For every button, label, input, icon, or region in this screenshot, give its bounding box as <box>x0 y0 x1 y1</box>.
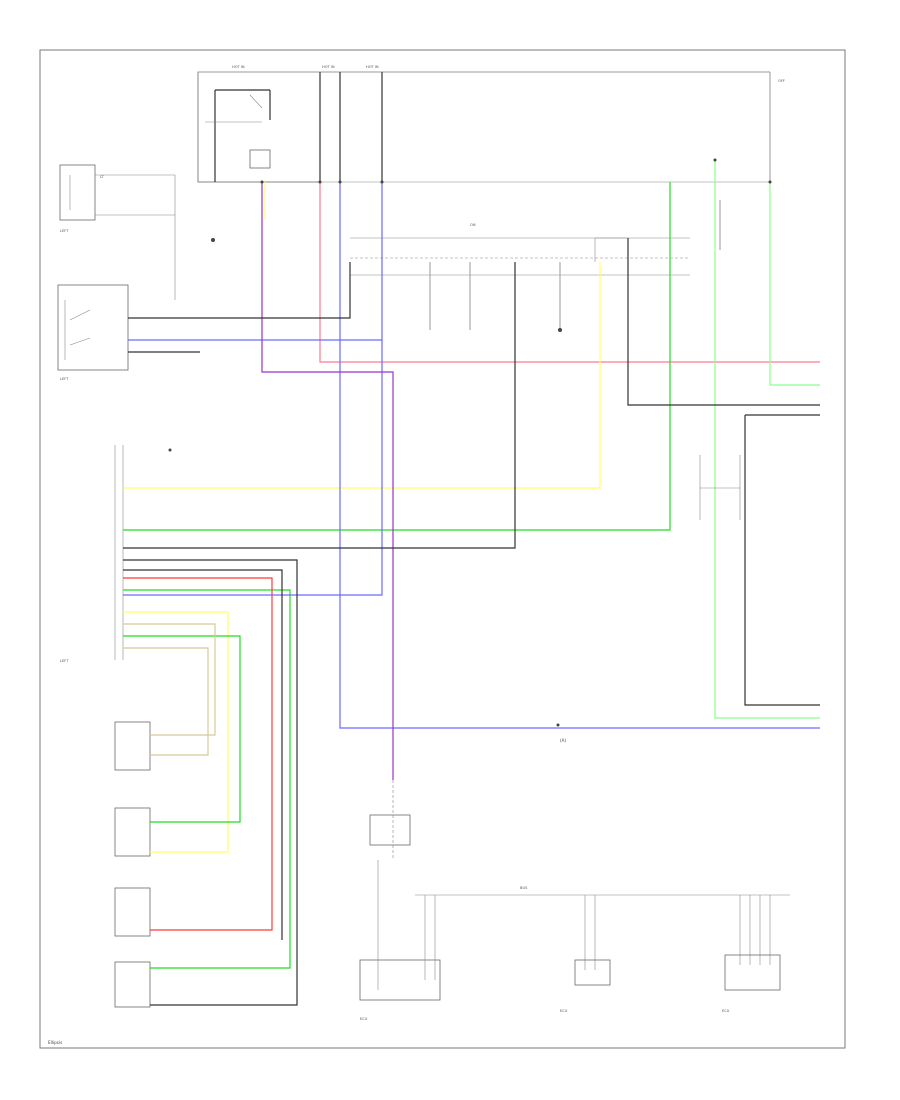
svg-text:LT: LT <box>100 175 105 179</box>
svg-text:BUS: BUS <box>520 886 528 890</box>
junction-block-top <box>197 71 771 183</box>
module-bus-bottom <box>415 894 790 991</box>
svg-text:ECU: ECU <box>722 1009 730 1013</box>
wire-yellow <box>123 182 601 853</box>
svg-text:OFF: OFF <box>778 79 785 83</box>
wire-light-green <box>714 160 820 719</box>
sensor-box-2 <box>114 807 151 857</box>
wire-gray <box>429 200 721 330</box>
sensor-box-3 <box>114 887 151 937</box>
diagram-note: (A) <box>560 738 566 743</box>
svg-text:LEFT: LEFT <box>60 659 69 663</box>
wire-black <box>123 238 820 1006</box>
relay-unit-right <box>594 237 741 520</box>
svg-text:HOT IN: HOT IN <box>322 65 335 69</box>
svg-text:LEFT: LEFT <box>60 229 69 233</box>
svg-text:LEFT: LEFT <box>60 377 69 381</box>
sensor-box-4 <box>114 961 151 1008</box>
tiny-labels: HOT IN HOT IN HOT IN OFF ON LT LEFT LEFT… <box>60 65 785 1021</box>
wire-blue <box>123 182 820 729</box>
svg-text:ECU: ECU <box>560 1009 568 1013</box>
diagram-border <box>39 49 846 1049</box>
switch-unit-left <box>57 284 129 371</box>
wire-tan <box>123 623 216 756</box>
wire-pink <box>319 182 820 363</box>
splice-nodes <box>168 158 772 727</box>
svg-text:ON: ON <box>470 223 476 227</box>
page-footer: Ellipsis <box>48 1040 62 1045</box>
wire-violet <box>261 182 394 780</box>
svg-text:HOT IN: HOT IN <box>232 65 245 69</box>
svg-text:ECU: ECU <box>360 1017 368 1021</box>
controller-connector-left <box>114 445 124 660</box>
sensor-unit-left-top <box>59 164 176 300</box>
svg-text:HOT IN: HOT IN <box>366 65 379 69</box>
wire-red <box>123 577 273 931</box>
connector-bottom-center <box>359 780 441 1001</box>
sensor-box-1 <box>114 721 151 771</box>
wire-green <box>123 182 671 969</box>
